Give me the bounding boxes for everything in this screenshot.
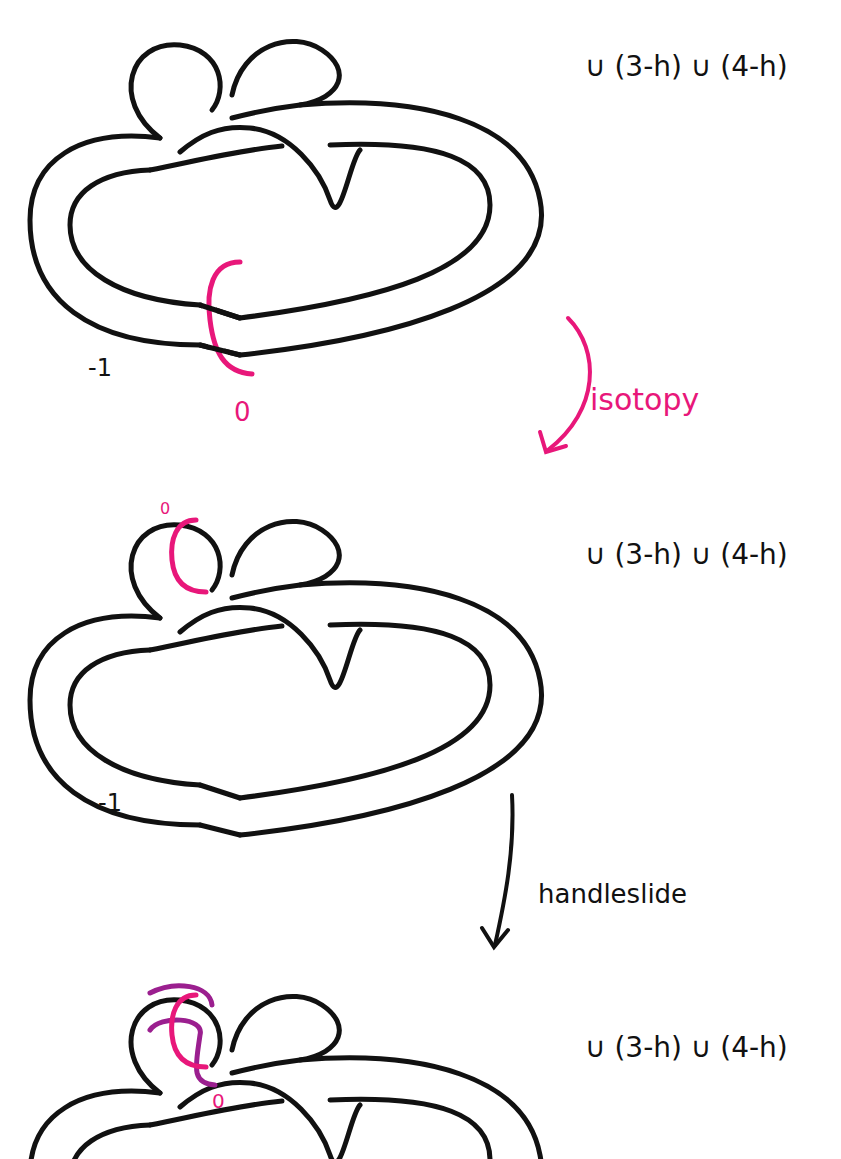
framing-number: 0 bbox=[234, 398, 251, 427]
arrow bbox=[495, 795, 513, 945]
framing-number: -1 bbox=[88, 355, 112, 381]
handle-note: ∪ (3-h) ∪ (4-h) bbox=[585, 52, 788, 83]
framing-number: 0 bbox=[160, 500, 170, 518]
zero-framed-circle bbox=[172, 520, 206, 592]
framing-number: 0 bbox=[212, 1090, 225, 1112]
move-label: handleslide bbox=[538, 880, 687, 909]
handle-note: ∪ (3-h) ∪ (4-h) bbox=[585, 540, 788, 571]
zero-framed-circle bbox=[172, 995, 206, 1067]
zero-framed-circle bbox=[209, 262, 252, 374]
arrowhead bbox=[540, 432, 566, 452]
arrow bbox=[548, 318, 590, 450]
knot-diagram bbox=[30, 996, 542, 1159]
arrowhead bbox=[482, 928, 508, 947]
halo bbox=[209, 262, 252, 374]
handle-note: ∪ (3-h) ∪ (4-h) bbox=[585, 1033, 788, 1064]
move-label: isotopy bbox=[590, 383, 699, 416]
slid-handle bbox=[150, 986, 215, 1085]
knot-strands bbox=[200, 305, 240, 355]
knot-diagram bbox=[30, 41, 542, 355]
knot-diagram bbox=[30, 521, 542, 835]
framing-number: -1 bbox=[98, 790, 122, 816]
